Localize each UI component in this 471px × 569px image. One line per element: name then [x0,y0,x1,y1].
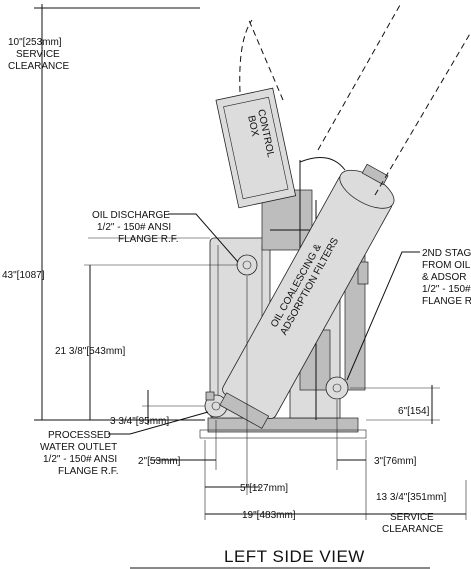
service-top-clearance: CLEARANCE [8,61,69,72]
base-skid [207,417,359,433]
second-stage-label-2: FROM OIL [422,260,471,271]
oil-discharge-label-3: FLANGE R.F. [118,234,179,245]
inlet-height-dim: 6"[154] [398,406,430,417]
second-stage-label-3: & ADSOR [422,272,466,283]
dimension-inlet-height [350,385,440,424]
processed-outlet-label-1: PROCESSED [48,430,111,441]
base-width-dim: 19"[483mm] [242,510,296,521]
processed-outlet-label-3: 1/2" - 150# ANSI [43,454,117,465]
outlet-offset-dim: 2"[53mm] [138,456,181,467]
second-stage-label-5: FLANGE R [422,296,471,307]
oil-discharge-label-2: 1/2" - 150# ANSI [97,222,171,233]
second-stage-label-1: 2ND STAG [422,248,471,259]
second-stage-label-4: 1/2" - 150# [422,284,471,295]
overall-height-dim: 43"[1087] [2,270,45,281]
filter-service-envelope [317,4,471,196]
service-right-dim: 13 3/4"[351mm] [376,492,446,503]
view-title: LEFT SIDE VIEW [224,547,365,566]
discharge-offset-dim: 5"[127mm] [240,483,288,494]
service-right-label: SERVICE [390,512,434,523]
inlet-offset-dim: 3"[76mm] [374,456,417,467]
processed-outlet-label-4: FLANGE R.F. [58,466,119,477]
service-right-clearance: CLEARANCE [382,524,443,535]
service-top-dim: 10"[253mm] [8,37,62,48]
bottom-extension-lines [204,276,467,520]
service-top-label: SERVICE [16,49,60,60]
filter-vessel [219,163,395,429]
dimension-discharge-height [84,264,238,420]
control-box [215,87,297,209]
dimension-outlet-height [142,390,205,425]
control-box-label-2: BOX [245,115,260,138]
outlet-height-dim: 3 3/4"[95mm] [110,416,169,427]
oil-discharge-label-1: OIL DISCHARGE [92,210,170,221]
oil-discharge-flange [236,254,258,276]
second-stage-flange [325,376,349,400]
discharge-height-dim: 21 3/8"[543mm] [55,346,125,357]
processed-outlet-label-2: WATER OUTLET [40,442,117,453]
dimension-overall-height [34,4,210,421]
